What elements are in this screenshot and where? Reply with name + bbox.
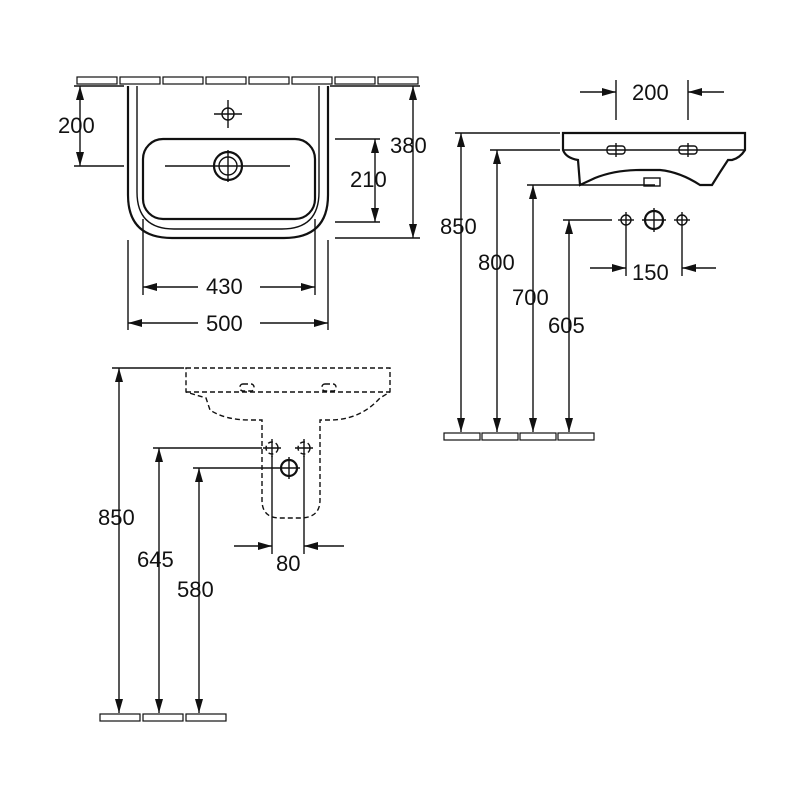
dim-label-side-800: 800 [478,250,515,275]
drain-icon [165,150,290,182]
dim-605-side: 605 [548,219,612,432]
dim-580-front: 580 [177,467,278,713]
supply-holes-icon [618,208,690,232]
dim-label-top-430: 430 [206,274,243,299]
basin-outline [126,86,330,240]
dim-200-side: 200 [580,80,724,120]
dim-645-front: 645 [137,447,262,713]
dim-label-top-210: 210 [350,167,387,192]
dim-800-side: 800 [478,149,560,432]
dim-850-side: 850 [440,132,560,432]
dim-150: 150 [590,228,716,285]
overflow-hole-icon [606,143,698,157]
dim-380: 380 [330,85,427,239]
dim-700-side: 700 [512,184,655,432]
dim-label-front-580: 580 [177,577,214,602]
dim-80-front: 80 [234,456,344,576]
dim-850-front: 850 [98,367,184,713]
front-floor-segments [99,713,227,722]
bowl-outline [141,137,317,221]
dim-label-side-700: 700 [512,285,549,310]
front-view: 850 645 580 80 [98,367,391,722]
top-view: 200 380 210 430 [58,76,427,336]
dim-label-top-380: 380 [390,133,427,158]
dim-label-side-605: 605 [548,313,585,338]
dim-label-front-850: 850 [98,505,135,530]
side-view: 200 150 [440,80,747,441]
dim-label-top-500: 500 [206,311,243,336]
basin-front-dashed [185,367,391,519]
pedestal-holes-icon [263,439,313,479]
dim-210: 210 [335,138,387,223]
dim-label-side-850: 850 [440,214,477,239]
basin-inner-shadow [136,86,320,230]
wall-segments [76,76,419,85]
basin-side-profile [561,131,747,187]
front-overflow-icon [239,383,337,392]
dim-label-top-200: 200 [58,113,95,138]
floor-segments [443,432,595,441]
dim-500: 500 [127,240,329,336]
dim-label-front-645: 645 [137,547,174,572]
dim-200-left: 200 [58,85,124,167]
dim-label-side-200: 200 [632,80,669,105]
tap-hole-icon [214,100,242,128]
dim-430: 430 [142,219,316,299]
dim-label-front-80: 80 [276,551,300,576]
dim-label-side-150: 150 [632,260,669,285]
